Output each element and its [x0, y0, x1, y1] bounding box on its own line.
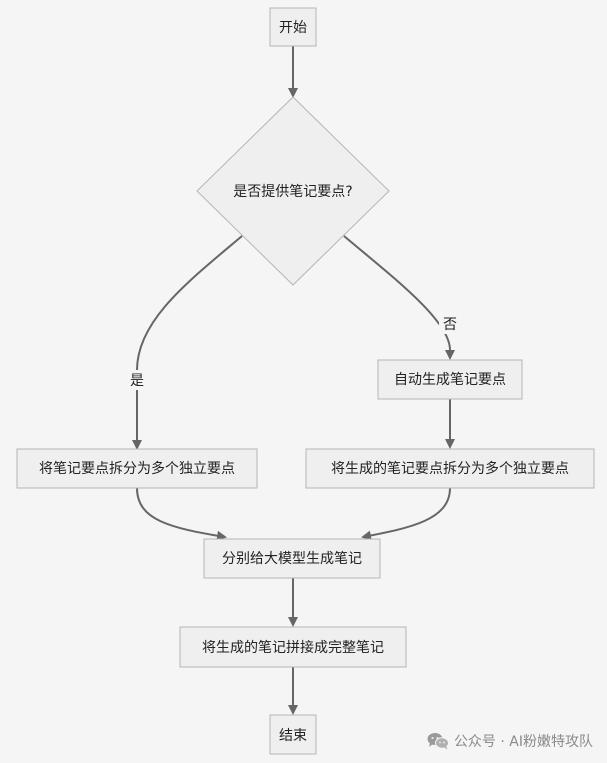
node-decision: 是否提供笔记要点? [196, 96, 390, 286]
node-start: 开始 [269, 7, 317, 47]
svg-text:开始: 开始 [279, 20, 307, 36]
node-split-left: 将笔记要点拆分为多个独立要点 [16, 448, 258, 489]
svg-text:是否提供笔记要点?: 是否提供笔记要点? [233, 184, 352, 200]
svg-text:分别给大模型生成笔记: 分别给大模型生成笔记 [222, 551, 362, 567]
svg-text:将笔记要点拆分为多个独立要点: 将笔记要点拆分为多个独立要点 [39, 460, 235, 477]
node-split-right: 将生成的笔记要点拆分为多个独立要点 [305, 448, 595, 489]
svg-text:将生成的笔记要点拆分为多个独立要点: 将生成的笔记要点拆分为多个独立要点 [331, 460, 569, 477]
edge-label-yes: 是 [127, 370, 147, 390]
edge-split-left-to-model [136, 487, 227, 541]
svg-text:将生成的笔记拼接成完整笔记: 将生成的笔记拼接成完整笔记 [202, 639, 384, 656]
svg-text:自动生成笔记要点: 自动生成笔记要点 [394, 372, 506, 388]
svg-text:否: 否 [443, 317, 457, 333]
node-auto-generate: 自动生成笔记要点 [377, 359, 523, 400]
edge-label-no: 否 [439, 314, 461, 334]
watermark-text: 公众号 · AI粉嫩特攻队 [453, 734, 593, 750]
svg-text:结束: 结束 [279, 728, 307, 744]
svg-text:是: 是 [130, 373, 144, 389]
node-model-generate: 分别给大模型生成笔记 [203, 538, 381, 579]
wechat-icon [427, 732, 449, 750]
edge-split-right-to-model [361, 487, 451, 541]
node-end: 结束 [269, 714, 317, 755]
node-merge: 将生成的笔记拼接成完整笔记 [179, 626, 407, 668]
watermark: 公众号 · AI粉嫩特攻队 [427, 731, 593, 751]
edge-decision-no [343, 235, 455, 360]
edge-decision-yes [132, 235, 243, 450]
